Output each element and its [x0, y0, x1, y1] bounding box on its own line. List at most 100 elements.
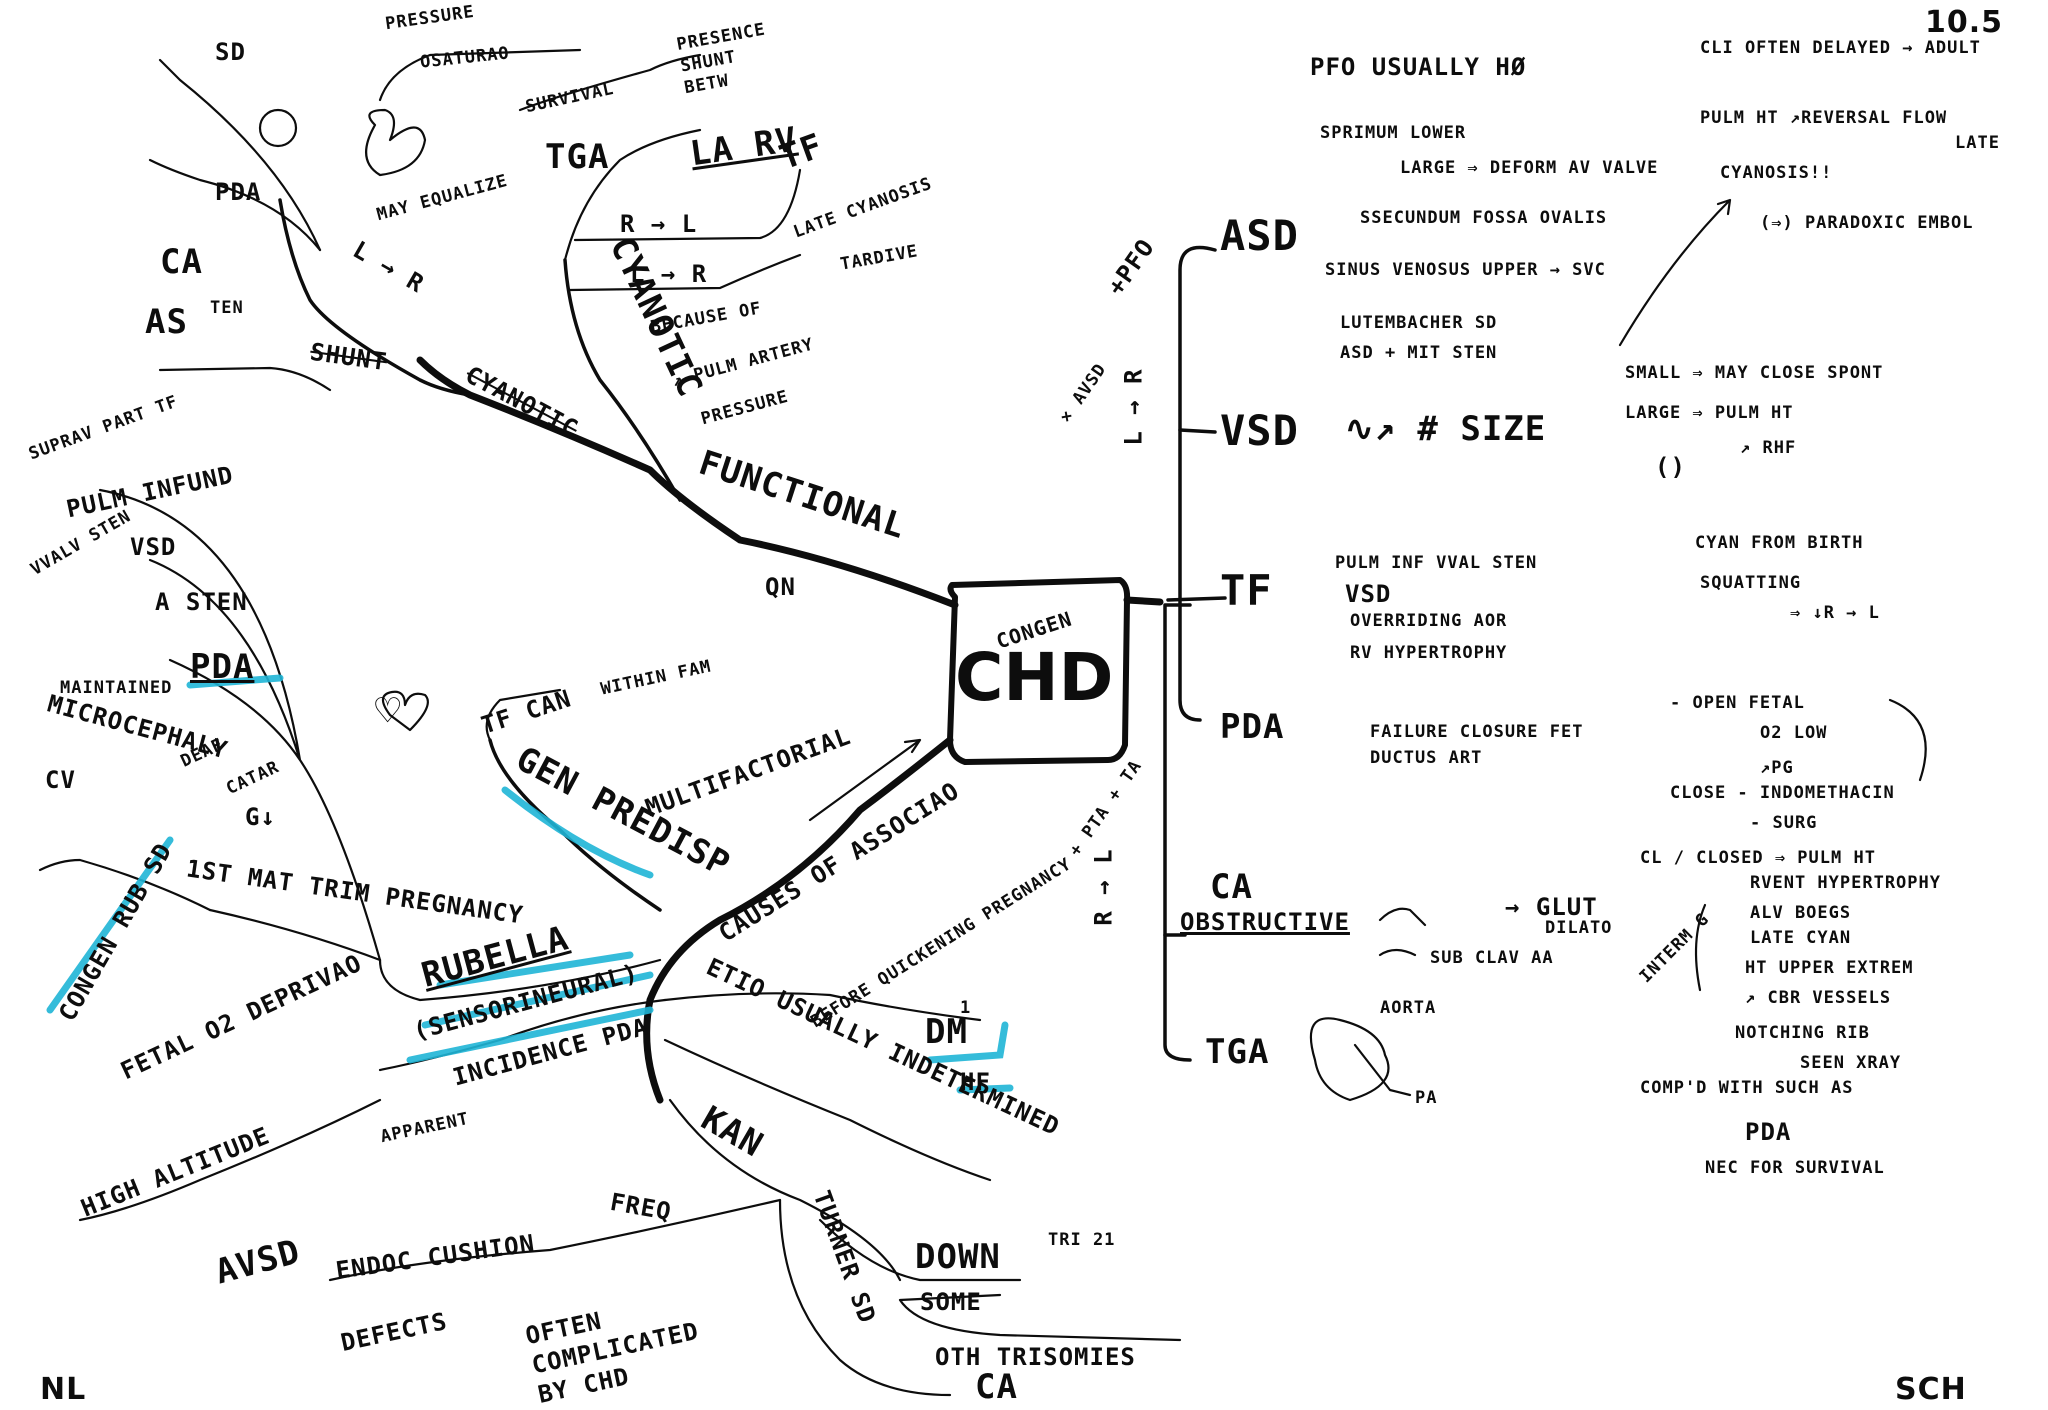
- pda-rnote-pg: ↗PG: [1760, 758, 1794, 778]
- asd-rnote-pulm-ht: PULM HT ↗REVERSAL FLOW: [1700, 108, 1948, 128]
- heart-equalize-icon: [365, 108, 427, 177]
- branch-tf-can: [485, 688, 562, 742]
- ca-note-dilato: DILATO: [1545, 918, 1613, 938]
- oth-trisomies-label: OTH TRISOMIES: [935, 1343, 1136, 1371]
- pda-bracket-icon: [1888, 698, 1927, 782]
- highlight-hf: [956, 1084, 1014, 1094]
- asd-rnote-delayed: CLI OFTEN DELAYED → ADULT: [1700, 38, 1981, 58]
- pda-rnote-surg: - SURG: [1750, 813, 1818, 833]
- down-label: DOWN: [915, 1237, 1001, 1277]
- asd-note-pfo: PFO USUALLY HØ: [1310, 53, 1527, 81]
- right-spine-bottom: [1163, 603, 1192, 1062]
- vsd-note: ∿↗ # SIZE: [1345, 409, 1547, 449]
- turner-ca-label: CA: [975, 1367, 1018, 1407]
- page-number: 10.5: [1925, 5, 2004, 40]
- branch-right-main: [1123, 596, 1164, 606]
- dm-superscript: 1: [960, 998, 972, 1018]
- some-label: SOME: [920, 1288, 982, 1316]
- l-to-r-marker: L → R: [1119, 368, 1148, 446]
- branch-pda-top: [148, 158, 322, 252]
- vsd-rnote-small: SMALL ⇒ MAY CLOSE SPONT: [1625, 363, 1884, 383]
- asd-note-lutembacher: LUTEMBACHER SD: [1340, 313, 1498, 333]
- pda-rnote-open: - OPEN FETAL: [1670, 693, 1805, 713]
- as-superscript: TEN: [210, 298, 244, 318]
- right-tick-vsd: [1178, 428, 1217, 434]
- hf-label: HF: [960, 1068, 991, 1096]
- heart-glyph: ♡: [375, 686, 402, 735]
- heart-icon: [381, 690, 429, 732]
- branch-high-altitude: [78, 1098, 382, 1222]
- ca-diagram-icon: [1378, 907, 1427, 957]
- rub-item-a-sten: A STEN: [155, 588, 248, 616]
- tf-rnote-squatting: SQUATTING: [1700, 573, 1802, 593]
- rub-item-pda: PDA: [190, 647, 255, 687]
- tga-note-nec: NEC FOR SURVIVAL: [1705, 1158, 1885, 1178]
- branch-shunt: [158, 366, 332, 392]
- pda-label: PDA: [1220, 707, 1285, 747]
- asd-arrow-icon: [1618, 198, 1732, 347]
- asd-note-asd-mit: ASD + MIT STEN: [1340, 343, 1498, 363]
- tga-arrow-icon: [1353, 1043, 1412, 1097]
- center-title: CHD: [955, 639, 1114, 716]
- tga-note-pda: PDA: [1745, 1118, 1792, 1146]
- down-superscript: TRI 21: [1048, 1230, 1116, 1250]
- branch-pressure: [378, 48, 582, 102]
- corner-initials-right: SCH: [1895, 1372, 1967, 1407]
- pda-rnote-late-cyan: LATE CYAN: [1750, 928, 1852, 948]
- pda-rnote-rvent: RVENT HYPERTROPHY: [1750, 873, 1941, 893]
- asd-note-large: LARGE ⇒ DEFORM AV VALVE: [1400, 158, 1659, 178]
- tf-label: TF: [1220, 566, 1273, 615]
- asd-note-primum: SPRIMUM LOWER: [1320, 123, 1467, 143]
- pda-rnote-xray: SEEN XRAY: [1800, 1053, 1902, 1073]
- branch-rubella: [378, 958, 662, 1002]
- vsd-rnote-large: LARGE ⇒ PULM HT: [1625, 403, 1794, 423]
- branch-tga: [563, 128, 702, 262]
- branch-lr: [568, 253, 802, 292]
- branch-cyanotic: [563, 258, 682, 502]
- pda-rnote-ht-upper: HT UPPER EXTREM: [1745, 958, 1914, 978]
- highlight-incidence: [406, 1006, 654, 1064]
- rub-item-cv: CV: [45, 766, 76, 794]
- arrow-causes-center: [808, 738, 922, 822]
- ca-top-label: CA: [160, 242, 203, 282]
- branch-cyanotic-struck: [278, 198, 472, 397]
- vsd-label: VSD: [1220, 406, 1299, 455]
- pda-rnote-cbr: ↗ CBR VESSELS: [1745, 988, 1892, 1008]
- l-to-r-label: L → R: [630, 260, 708, 288]
- ca-note-subclav: SUB CLAV AA: [1430, 948, 1554, 968]
- branch-sd: [158, 58, 322, 252]
- pulm-ht-bracket-icon: [1694, 903, 1707, 992]
- highlight-rubella-sub: [421, 971, 654, 1029]
- ca-label: CA: [1210, 867, 1253, 907]
- ca-obstructive-label: OBSTRUCTIVE: [1180, 908, 1350, 936]
- r-to-l-label: R → L: [620, 210, 698, 238]
- ca-r-to-l-marker: R → L: [1089, 848, 1118, 926]
- branch-rub-items: [98, 488, 382, 962]
- asd-note-secundum: SSECUNDUM FOSSA OVALIS: [1360, 208, 1608, 228]
- corner-initials-left: NL: [40, 1372, 87, 1407]
- branch-first-trim: [208, 908, 382, 962]
- asd-rnote-paradoxic: (⇒) PARADOXIC EMBOL: [1760, 213, 1974, 233]
- pda-rnote-closed: CL / CLOSED ⇒ PULM HT: [1640, 848, 1876, 868]
- tga-heart-icon: [1309, 1017, 1390, 1102]
- rub-item-vsd: VSD: [130, 533, 177, 561]
- tf-note-pulm: PULM INF VVAL STEN: [1335, 553, 1538, 573]
- pda-note: FAILURE CLOSURE FET DUCTUS ART: [1370, 722, 1584, 768]
- sd-label: SD: [215, 38, 246, 66]
- asd-label: ASD: [1220, 211, 1299, 260]
- tf-note-overriding: OVERRIDING AOR: [1350, 611, 1508, 631]
- branch-kan: [668, 1098, 902, 1282]
- tga-note-aorta: AORTA: [1380, 998, 1437, 1018]
- vsd-rnote-rhf: ↗ RHF: [1740, 438, 1797, 458]
- highlight-pda-left: [186, 674, 284, 689]
- tga-left-label: TGA: [545, 137, 610, 177]
- asd-note-sinus: SINUS VENOSUS UPPER → SVC: [1325, 260, 1606, 280]
- branch-survival: [518, 53, 702, 112]
- asd-rnote-late: LATE: [1955, 133, 2000, 153]
- dm-label: DM: [925, 1012, 968, 1052]
- branch-freq: [328, 1198, 782, 1282]
- pda-rnote-alv: ALV BOEGS: [1750, 903, 1852, 923]
- branch-congen-rub: [38, 858, 212, 912]
- tga-label: TGA: [1205, 1032, 1270, 1072]
